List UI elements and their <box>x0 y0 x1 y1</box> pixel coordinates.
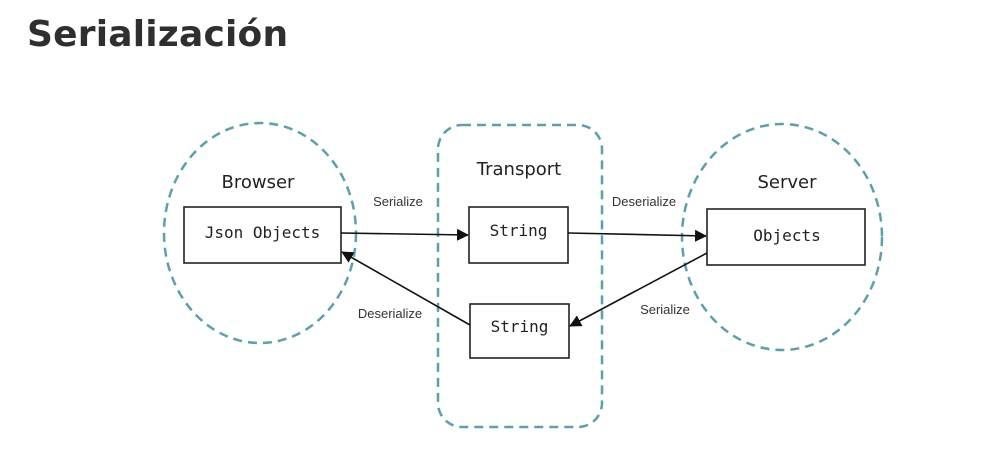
string-bottom-box <box>469 303 570 359</box>
string-top-box <box>468 206 569 264</box>
serialize-label-bottom: Serialize <box>640 302 690 317</box>
arrow-transport-to-server <box>567 229 707 242</box>
transport-group-outline <box>436 123 604 429</box>
string-bottom-label: String <box>491 317 549 336</box>
deserialize-label-top: Deserialize <box>612 194 676 209</box>
server-group-label: Server <box>757 172 817 193</box>
arrow-browser-to-transport <box>340 228 469 241</box>
string-top-label: String <box>490 221 548 240</box>
arrow-server-to-transport <box>569 252 708 327</box>
json-objects-label: Json Objects <box>205 223 321 242</box>
serialize-label-top: Serialize <box>373 194 423 209</box>
objects-box <box>706 208 866 266</box>
transport-group-label: Transport <box>476 159 561 180</box>
objects-label: Objects <box>753 226 820 245</box>
json-objects-box <box>183 206 342 264</box>
page-title: Serialización <box>27 14 289 55</box>
arrow-transport-to-browser <box>341 251 471 326</box>
browser-group-label: Browser <box>222 172 296 193</box>
server-group-outline <box>680 122 884 352</box>
deserialize-label-bottom: Deserialize <box>358 306 422 321</box>
